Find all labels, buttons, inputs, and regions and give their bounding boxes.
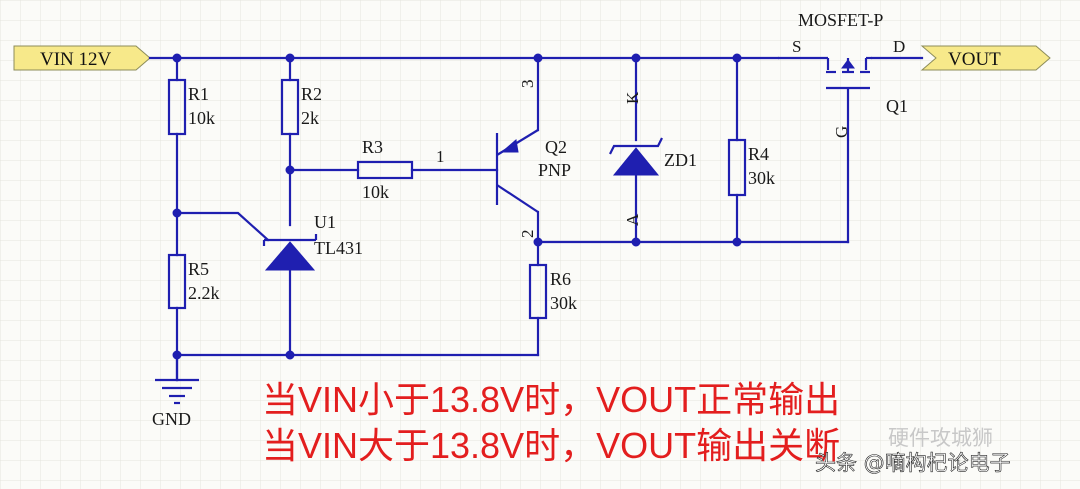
- watermark-bottom: 头条 @嘀构杞论电子: [815, 451, 1011, 475]
- r4-value: 30k: [748, 168, 775, 188]
- q2-ref: Q2: [545, 137, 567, 157]
- resistor-r5[interactable]: R5 2.2k: [167, 253, 220, 310]
- watermark-top: 硬件攻城狮: [888, 426, 993, 450]
- q1-d-pin: D: [893, 37, 905, 56]
- r3-value: 10k: [362, 182, 389, 202]
- q2-base-pin: 1: [436, 147, 445, 166]
- r5-value: 2.2k: [188, 283, 220, 303]
- vout-port[interactable]: VOUT: [920, 45, 1051, 71]
- note-line-1: 当VIN小于13.8V时，VOUT正常输出: [262, 379, 840, 420]
- r2-value: 2k: [301, 108, 319, 128]
- r4-ref: R4: [748, 144, 769, 164]
- q1-ref: Q1: [886, 96, 908, 116]
- resistor-r4[interactable]: R4 30k: [727, 138, 775, 197]
- ground-label: GND: [152, 409, 191, 429]
- resistor-r1[interactable]: R1 10k: [167, 78, 215, 136]
- r3-ref: R3: [362, 137, 383, 157]
- resistor-r6[interactable]: R6 30k: [528, 263, 577, 320]
- ground-symbol: GND: [152, 353, 199, 429]
- q1-g-pin: G: [832, 126, 851, 138]
- zd1-ref: ZD1: [664, 150, 697, 170]
- mosfet-q1[interactable]: MOSFET-P S D G Q1: [778, 10, 908, 138]
- r6-value: 30k: [550, 293, 577, 313]
- zener-diode-zd1[interactable]: K A ZD1: [609, 91, 697, 226]
- r6-ref: R6: [550, 269, 571, 289]
- q1-type: MOSFET-P: [798, 10, 883, 30]
- u1-ref: U1: [314, 212, 336, 232]
- vin-port-label: VIN 12V: [40, 49, 112, 70]
- q2-collector-pin: 2: [518, 230, 537, 239]
- vout-port-label: VOUT: [948, 49, 1001, 70]
- q1-s-pin: S: [792, 37, 801, 56]
- q2-value: PNP: [538, 160, 571, 180]
- transistor-q2[interactable]: 1 3 2 Q2 PNP: [436, 80, 571, 239]
- zd1-a-pin: A: [623, 213, 642, 226]
- r1-value: 10k: [188, 108, 215, 128]
- vin-port[interactable]: VIN 12V: [13, 45, 151, 71]
- resistor-r3[interactable]: R3 10k: [356, 137, 414, 202]
- wires: [148, 56, 924, 382]
- resistor-r2[interactable]: R2 2k: [280, 78, 322, 136]
- u1-value: TL431: [314, 238, 363, 258]
- r1-ref: R1: [188, 84, 209, 104]
- shunt-regulator-u1[interactable]: U1 TL431: [262, 212, 363, 271]
- zd1-k-pin: K: [623, 91, 642, 104]
- q2-emitter-pin: 3: [518, 80, 537, 89]
- r5-ref: R5: [188, 259, 209, 279]
- note-line-2: 当VIN大于13.8V时，VOUT输出关断: [262, 425, 840, 466]
- r2-ref: R2: [301, 84, 322, 104]
